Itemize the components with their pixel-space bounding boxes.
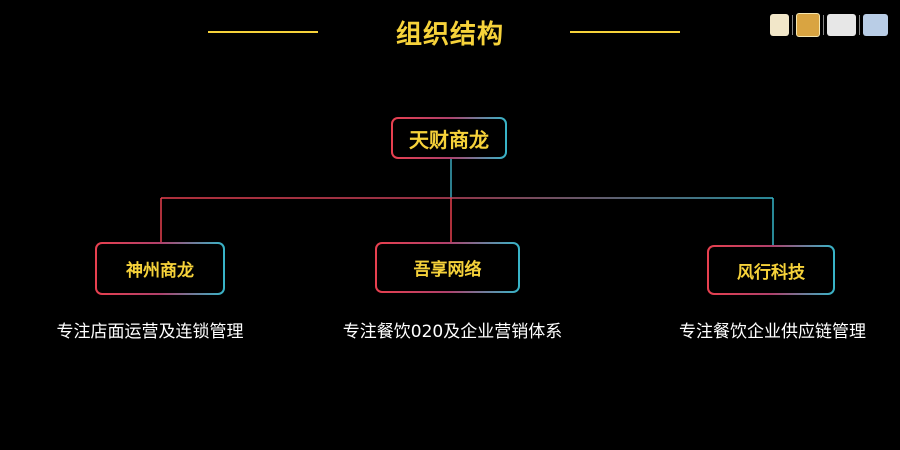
logo-divider <box>792 15 794 35</box>
title-line-right <box>570 31 680 33</box>
child-node-label: 吾享网络 <box>413 260 482 280</box>
root-node: 天财商龙 <box>391 117 507 159</box>
child-description: 专注餐饮020及企业营销体系 <box>342 322 563 342</box>
child-node-wuxiang: 吾享网络 <box>375 242 520 293</box>
page-title: 组织结构 <box>395 20 504 50</box>
child-node-label: 神州商龙 <box>126 261 194 281</box>
fengxing-logo-icon <box>862 14 888 36</box>
child-node-fengxing: 风行科技 <box>707 245 835 295</box>
child-description: 专注餐饮企业供应链管理 <box>679 322 866 342</box>
child-description: 专注店面运营及连锁管理 <box>56 322 244 342</box>
arrow-brand-logo-icon <box>826 14 856 36</box>
tiancai-shanglong-logo-icon <box>796 13 820 37</box>
child-node-shenzhou: 神州商龙 <box>95 242 225 295</box>
partner-logos <box>770 12 888 38</box>
root-node-label: 天财商龙 <box>409 127 489 152</box>
logo-divider <box>858 15 860 35</box>
mascot-logo-icon <box>770 14 790 36</box>
title-line-left <box>208 31 318 33</box>
logo-divider <box>822 15 824 35</box>
child-node-label: 风行科技 <box>737 262 805 283</box>
